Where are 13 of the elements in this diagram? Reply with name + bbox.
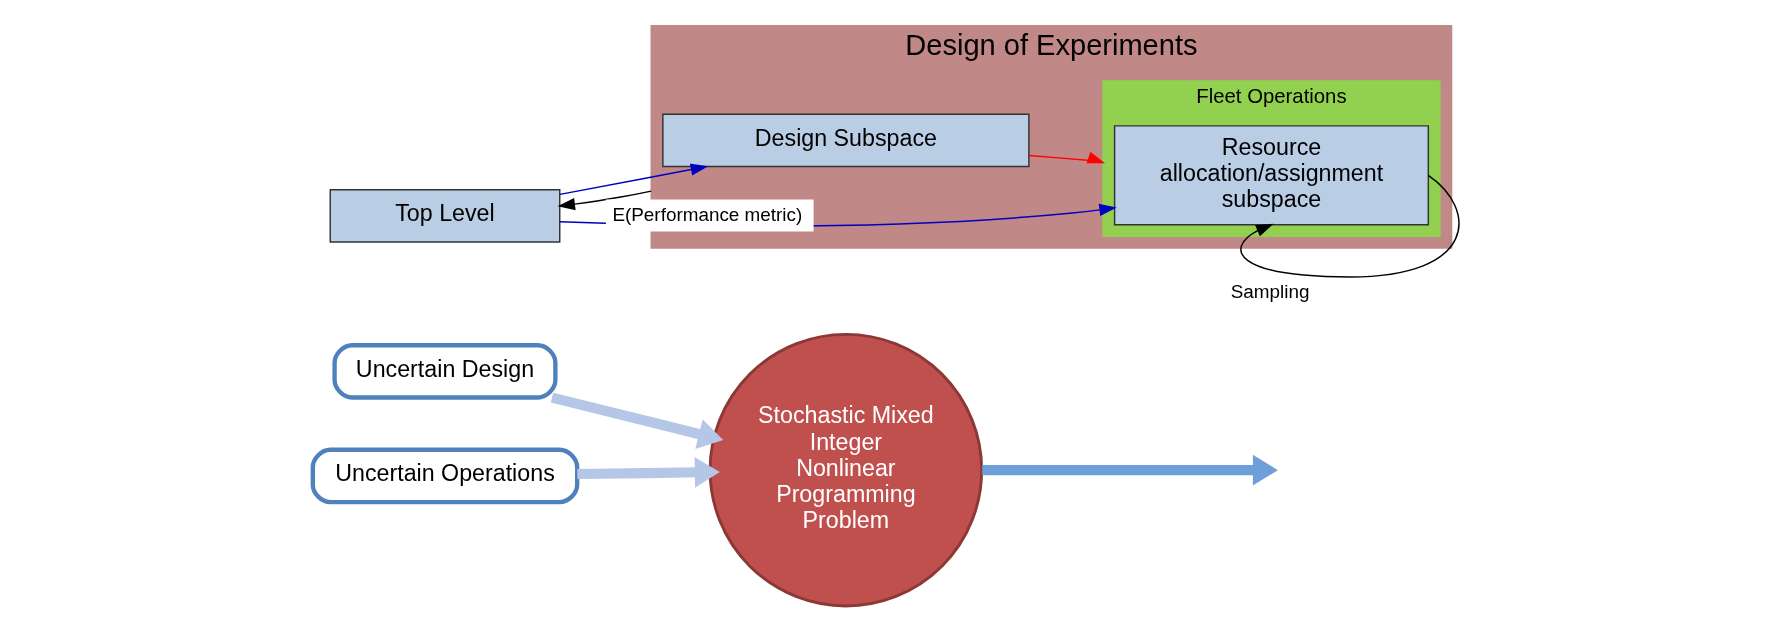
node-box: Design Subspace [661,113,1030,168]
arrow [576,457,720,488]
arrow [558,163,708,196]
arrow [981,454,1278,486]
arrow [550,392,723,449]
node-box: Top Level [329,189,560,243]
node-circle: Stochastic Mixed Integer Nonlinear Programming Problem [708,332,983,608]
node-box: Uncertain Operations [310,447,579,505]
node-box: Uncertain Design [331,343,558,400]
arrow [557,190,652,211]
edge-label: Sampling [1230,280,1309,302]
node-box: Resource allocation/assignment subspace [1113,125,1429,226]
arrow [1027,151,1105,164]
